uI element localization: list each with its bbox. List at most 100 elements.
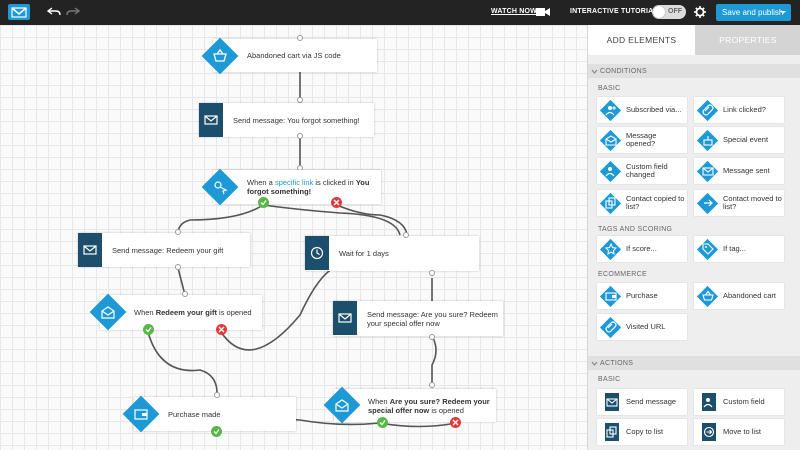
connector-dot[interactable] bbox=[429, 334, 435, 340]
node-label: Wait for 1 days bbox=[339, 249, 389, 258]
failure-x-icon[interactable] bbox=[216, 324, 227, 335]
toggle-knob bbox=[653, 6, 665, 18]
node-abandoned-cart[interactable]: Abandoned cart via JS code bbox=[213, 39, 377, 72]
tutorial-toggle[interactable]: OFF bbox=[652, 5, 686, 19]
connector-dot[interactable] bbox=[175, 264, 181, 270]
chevron-down-icon bbox=[591, 360, 598, 367]
element-message-sent[interactable]: Message sent bbox=[694, 158, 784, 184]
element-contact-copied[interactable]: Contact copied to list? bbox=[597, 190, 687, 216]
node-label: When Are you sure? Redeem your special o… bbox=[368, 396, 490, 415]
basket-icon bbox=[702, 290, 714, 302]
envelope-icon bbox=[338, 311, 352, 325]
node-send-sure[interactable]: Send message: Are you sure? Redeem your … bbox=[333, 301, 503, 336]
node-label: Send message: Redeem your gift bbox=[112, 245, 224, 255]
element-purchase[interactable]: Purchase bbox=[597, 283, 687, 309]
save-and-publish-button[interactable]: Save and publish bbox=[716, 4, 791, 21]
undo-icon[interactable] bbox=[46, 5, 61, 19]
person-edit-icon bbox=[703, 396, 715, 408]
actions-section-header[interactable]: ACTIONS bbox=[588, 356, 800, 370]
link-icon bbox=[605, 321, 617, 333]
connector-dot[interactable] bbox=[214, 392, 220, 398]
element-custom-field[interactable]: Custom field bbox=[694, 389, 784, 415]
tag-icon bbox=[702, 243, 714, 255]
element-special-event[interactable]: Special event bbox=[694, 127, 784, 153]
action-square bbox=[333, 301, 357, 335]
failure-x-icon[interactable] bbox=[331, 197, 342, 208]
ecommerce-subsection-label: ECOMMERCE bbox=[598, 271, 647, 278]
connector-dot[interactable] bbox=[429, 382, 435, 388]
section-title: CONDITIONS bbox=[600, 67, 647, 75]
redo-icon[interactable] bbox=[66, 5, 81, 19]
tags-subsection-label: TAGS AND SCORING bbox=[598, 226, 673, 233]
envelope-icon bbox=[702, 165, 714, 177]
connector-dot[interactable] bbox=[297, 35, 303, 41]
link-icon bbox=[702, 104, 714, 116]
chevron-down-icon[interactable] bbox=[779, 8, 787, 16]
panel-tabs: ADD ELEMENTS PROPERTIES bbox=[588, 25, 800, 55]
node-label: Send message: Are you sure? Redeem your … bbox=[367, 309, 498, 328]
tab-add-elements[interactable]: ADD ELEMENTS bbox=[588, 25, 695, 55]
node-redeem-opened[interactable]: When Redeem your gift is opened bbox=[100, 295, 262, 330]
basic-subsection-label: BASIC bbox=[598, 85, 621, 92]
element-abandoned-cart[interactable]: Abandoned cart bbox=[694, 283, 784, 309]
action-square bbox=[199, 103, 223, 137]
person-edit-icon bbox=[605, 165, 617, 177]
success-check-icon[interactable] bbox=[258, 197, 269, 208]
workflow-canvas[interactable]: Abandoned cart via JS code Send message:… bbox=[0, 25, 587, 450]
element-if-tag[interactable]: If tag... bbox=[694, 236, 784, 262]
node-label: Purchase made bbox=[168, 409, 221, 419]
getresponse-logo[interactable] bbox=[8, 4, 30, 20]
element-move-to-list[interactable]: Move to list bbox=[694, 419, 784, 445]
elements-panel: ADD ELEMENTS PROPERTIES CONDITIONS BASIC… bbox=[587, 25, 800, 450]
element-copy-to-list[interactable]: Copy to list bbox=[597, 419, 687, 445]
element-subscribed-via[interactable]: Subscribed via... bbox=[597, 97, 687, 123]
move-icon bbox=[702, 197, 714, 209]
element-custom-field-changed[interactable]: Custom field changed bbox=[597, 158, 687, 184]
success-check-icon[interactable] bbox=[143, 324, 154, 335]
connector-dot[interactable] bbox=[297, 97, 303, 103]
node-wait[interactable]: Wait for 1 days bbox=[305, 236, 479, 271]
node-send-forgot[interactable]: Send message: You forgot something! bbox=[199, 103, 374, 137]
star-icon bbox=[604, 242, 618, 256]
element-send-message[interactable]: Send message bbox=[597, 389, 687, 415]
video-camera-icon[interactable] bbox=[536, 7, 550, 17]
link-click-icon bbox=[212, 179, 228, 195]
gear-icon[interactable] bbox=[694, 6, 706, 18]
wallet-icon bbox=[605, 290, 617, 302]
success-check-icon[interactable] bbox=[377, 417, 388, 428]
node-label: Send message: You forgot something! bbox=[233, 115, 360, 125]
connector-dot[interactable] bbox=[175, 229, 181, 235]
open-envelope-icon bbox=[100, 304, 116, 320]
basket-icon bbox=[212, 48, 228, 64]
conditions-section-header[interactable]: CONDITIONS bbox=[588, 64, 800, 78]
element-contact-moved[interactable]: Contact moved to list? bbox=[694, 190, 784, 216]
connector-dot[interactable] bbox=[429, 270, 435, 276]
publish-label: Save and publish bbox=[722, 8, 784, 17]
copy-icon bbox=[606, 426, 618, 438]
element-visited-url[interactable]: Visited URL bbox=[597, 314, 687, 340]
element-if-score[interactable]: If score... bbox=[597, 236, 687, 262]
connector-dot[interactable] bbox=[182, 291, 188, 297]
connector-dot[interactable] bbox=[403, 232, 409, 238]
chevron-down-icon bbox=[591, 68, 598, 75]
connector-dot[interactable] bbox=[297, 133, 303, 139]
open-envelope-icon bbox=[334, 397, 350, 413]
wallet-icon bbox=[133, 406, 149, 422]
action-square bbox=[78, 233, 102, 267]
element-link-clicked[interactable]: Link clicked? bbox=[694, 97, 784, 123]
interactive-tutorial-label: INTERACTIVE TUTORIAL bbox=[570, 8, 658, 15]
specific-link[interactable]: specific link bbox=[274, 178, 314, 187]
tab-properties[interactable]: PROPERTIES bbox=[695, 25, 800, 55]
open-envelope-icon bbox=[605, 134, 617, 146]
node-sure-opened[interactable]: When Are you sure? Redeem your special o… bbox=[334, 389, 496, 422]
failure-x-icon[interactable] bbox=[450, 417, 461, 428]
watch-now-link[interactable]: WATCH NOW bbox=[491, 8, 537, 15]
node-link-clicked[interactable]: When a specific link is clicked in You f… bbox=[213, 170, 381, 204]
success-check-icon[interactable] bbox=[211, 426, 222, 437]
element-message-opened[interactable]: Message opened? bbox=[597, 127, 687, 153]
connector-lines bbox=[147, 72, 457, 428]
node-send-redeem[interactable]: Send message: Redeem your gift bbox=[78, 233, 250, 267]
section-title: ACTIONS bbox=[600, 359, 634, 367]
node-purchase-made[interactable]: Purchase made bbox=[134, 397, 296, 431]
envelope-icon bbox=[204, 113, 218, 127]
